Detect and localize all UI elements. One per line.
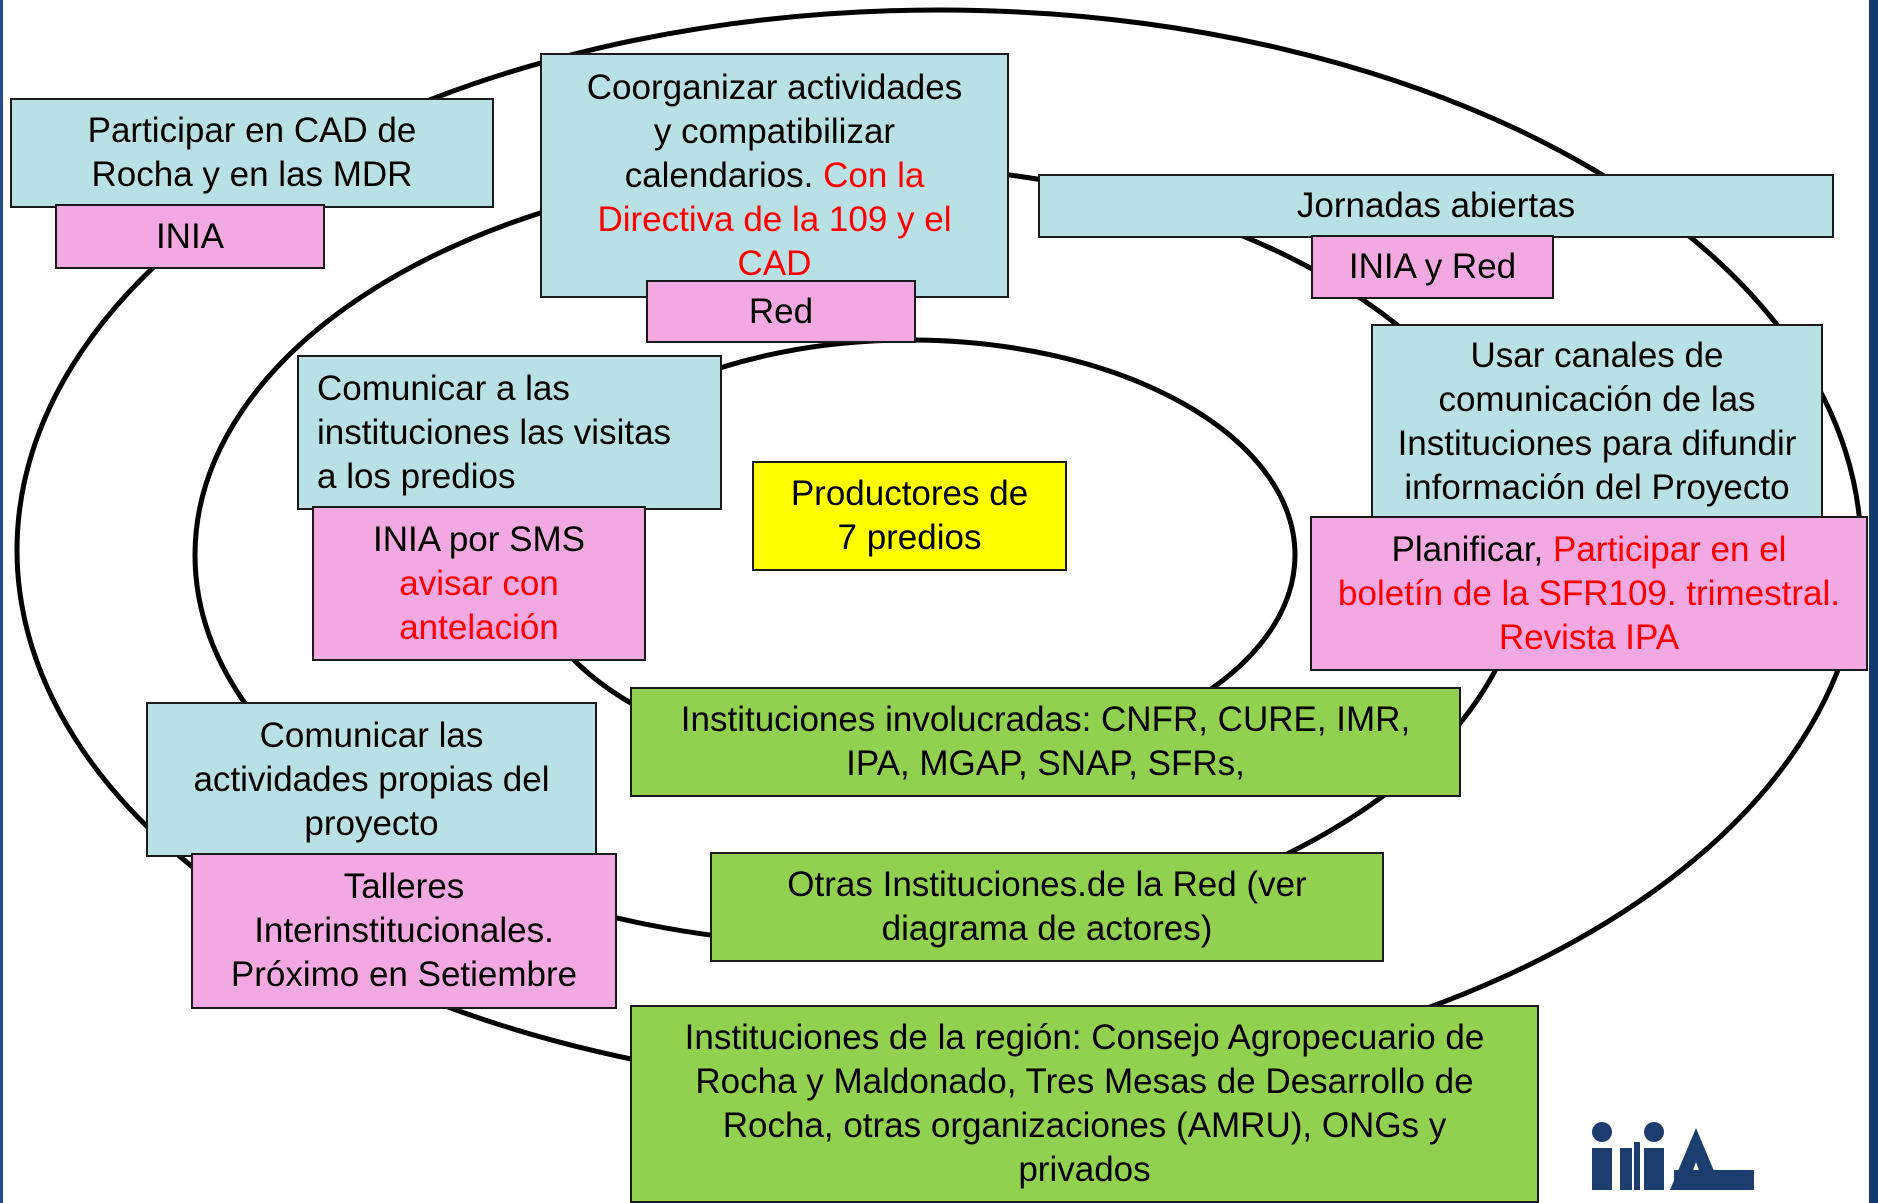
mid-right-action-line3: Instituciones para difundir [1397, 424, 1797, 463]
top-center-action-line4: Directiva de la 109 y el [597, 199, 952, 239]
mid-left-actor-box: INIA por SMS avisar con antelación [312, 506, 646, 661]
top-left-actor-label: INIA [155, 216, 225, 256]
mid-right-actor-line3: Revista IPA [1498, 617, 1680, 657]
center-line2: 7 predios [837, 518, 982, 557]
center-line1: Productores de [790, 474, 1029, 513]
top-right-action-label: Jornadas abiertas [1296, 186, 1576, 225]
inia-logo [1592, 1122, 1754, 1190]
mid-left-action-box: Comunicar a las instituciones las visita… [297, 355, 722, 510]
middle-ring-label-box: Otras Instituciones.de la Red (ver diagr… [710, 852, 1384, 962]
inner-ring-label-box: Instituciones involucradas: CNFR, CURE, … [630, 687, 1461, 797]
top-center-action-line2: y compatibilizar [653, 111, 896, 151]
mid-right-actor-line1-red: Participar en el [1553, 529, 1787, 569]
mid-right-action-line4: información del Proyecto [1404, 468, 1790, 507]
mid-right-actor-line1-black: Planificar, [1391, 529, 1553, 569]
top-right-actor-label: INIA y Red [1348, 247, 1517, 286]
top-right-actor-box: INIA y Red [1311, 235, 1554, 299]
bottom-left-action-line2: actividades propias del [193, 759, 550, 799]
bottom-left-actor-line2: Interinstitucionales. [254, 911, 554, 950]
bottom-left-action-line3: proyecto [304, 803, 439, 843]
bottom-left-actor-line3: Próximo en Setiembre [230, 955, 578, 994]
bottom-left-actor-box: Talleres Interinstitucionales. Próximo e… [191, 853, 617, 1009]
top-center-action-line3-black: calendarios. [624, 155, 824, 195]
top-left-action-box: Participar en CAD de Rocha y en las MDR [10, 98, 494, 208]
mid-right-action-line2: comunicación de las [1438, 380, 1756, 419]
outer-ring-line3: Rocha, otras organizaciones (AMRU), ONGs… [722, 1106, 1447, 1145]
bottom-left-action-line1: Comunicar las [259, 715, 484, 755]
outer-ring-line4: privados [1018, 1150, 1151, 1189]
mid-left-actor-line1: INIA por SMS [372, 519, 586, 559]
mid-right-actor-box: Planificar, Participar en el boletín de … [1310, 516, 1868, 671]
center-producers-box: Productores de 7 predios [752, 461, 1067, 571]
right-border [1869, 0, 1878, 1203]
top-left-action-line2: Rocha y en las MDR [91, 155, 413, 194]
outer-ring-line1: Instituciones de la región: Consejo Agro… [684, 1018, 1485, 1057]
top-right-action-box: Jornadas abiertas [1038, 174, 1834, 238]
top-center-action-line5: CAD [737, 243, 812, 283]
top-center-actor-label: Red [748, 291, 814, 331]
top-center-actor-box: Red [646, 280, 916, 343]
mid-left-actor-line2: avisar con [399, 563, 559, 603]
middle-ring-line1: Otras Instituciones.de la Red (ver [787, 865, 1307, 904]
mid-left-action-line2: instituciones las visitas [317, 412, 672, 452]
inner-ring-line2: IPA, MGAP, SNAP, SFRs, [846, 744, 1245, 783]
middle-ring-line2: diagrama de actores) [881, 909, 1213, 948]
bottom-left-action-box: Comunicar las actividades propias del pr… [146, 702, 597, 857]
bottom-left-actor-line1: Talleres [343, 867, 465, 906]
mid-right-actor-line2: boletín de la SFR109. trimestral. [1338, 573, 1840, 613]
top-left-actor-box: INIA [55, 204, 325, 269]
mid-right-action-box: Usar canales de comunicación de las Inst… [1371, 324, 1823, 520]
outer-ring-label-box: Instituciones de la región: Consejo Agro… [630, 1005, 1539, 1203]
top-center-action-line1: Coorganizar actividades [586, 67, 963, 107]
top-center-action-box: Coorganizar actividades y compatibilizar… [540, 53, 1009, 298]
inner-ring-line1: Instituciones involucradas: CNFR, CURE, … [680, 700, 1411, 739]
mid-left-actor-line3: antelación [399, 607, 559, 647]
mid-right-action-line1: Usar canales de [1470, 336, 1724, 375]
top-center-action-line3-red: Con la [823, 155, 925, 195]
left-border [0, 0, 3, 1203]
mid-left-action-line1: Comunicar a las [317, 368, 570, 408]
outer-ring-line2: Rocha y Maldonado, Tres Mesas de Desarro… [695, 1062, 1474, 1101]
top-left-action-line1: Participar en CAD de [87, 111, 417, 150]
top-center-action-line3: calendarios. Con la [625, 154, 925, 198]
mid-right-actor-line1: Planificar, Participar en el [1392, 528, 1787, 572]
mid-left-action-line3: a los predios [317, 456, 516, 496]
